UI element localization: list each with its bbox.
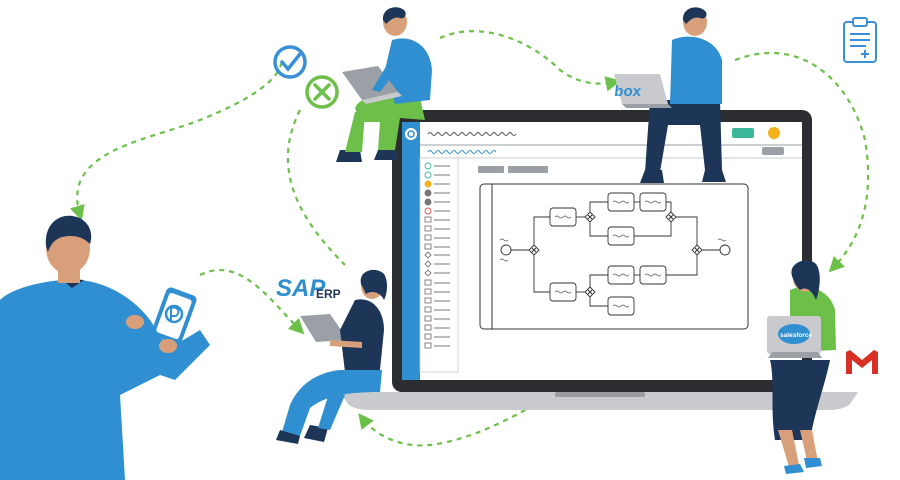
- app-sidebar: [402, 122, 420, 380]
- woman-salesforce: salesforce: [767, 260, 836, 474]
- flow-arrow-top-to-box: [439, 30, 622, 92]
- woman-sap: SAP ERP: [276, 269, 387, 444]
- app-screen: [402, 122, 802, 380]
- flow-arrow-box-to-clipboard: [734, 51, 870, 273]
- process-diagram-labels: [499, 200, 727, 308]
- salesforce-logo: salesforce: [780, 332, 813, 339]
- salesforce-laptop: salesforce: [767, 316, 822, 358]
- app-user-avatar[interactable]: [768, 127, 780, 139]
- x-circle-icon: [305, 75, 339, 109]
- app-logo-icon: [405, 128, 417, 140]
- check-circle-icon: [273, 45, 307, 79]
- app-tab-2[interactable]: [508, 166, 548, 173]
- app-header-button[interactable]: [732, 128, 754, 138]
- app-toolbar-button[interactable]: [762, 147, 784, 155]
- sap-logo: SAP: [276, 275, 326, 302]
- gmail-icon: [846, 350, 878, 374]
- flow-arrow-phone-to-approvals: [69, 59, 284, 221]
- clipboard-icon: [843, 17, 877, 63]
- app-list-items: [424, 162, 450, 349]
- man-top-center: [336, 7, 432, 162]
- flow-arrow-approvals-to-sap: [286, 109, 346, 266]
- phone: [151, 287, 197, 345]
- box-laptop: box: [613, 74, 672, 108]
- process-diagram-flows: [500, 192, 731, 316]
- app-title-squiggle: [427, 132, 517, 136]
- flow-arrow-phone-to-sap: [199, 268, 305, 335]
- salesforce-cloud-icon: [778, 324, 810, 344]
- app-tab-1[interactable]: [478, 166, 504, 173]
- box-logo: box: [613, 83, 642, 100]
- erp-label: ERP: [316, 287, 341, 301]
- man-with-phone: [0, 215, 210, 480]
- process-diagram: [479, 183, 749, 330]
- man-top-right: box: [613, 7, 726, 183]
